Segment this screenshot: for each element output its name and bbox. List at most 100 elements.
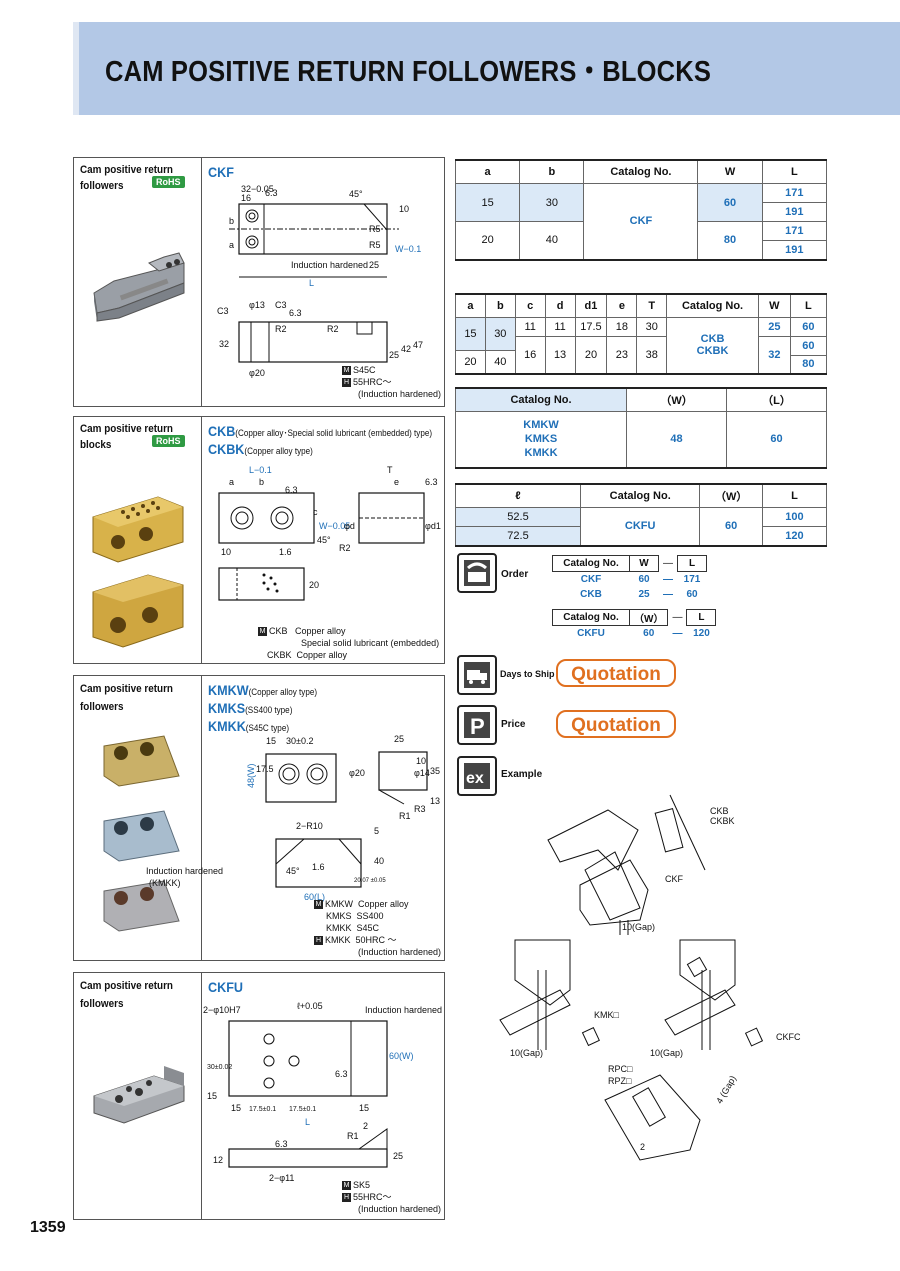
dim-ckfu-63b: 6.3 — [275, 1139, 288, 1149]
order-dash: — — [672, 612, 683, 623]
ckb-code-line2: CKBK(Copper alloy type) — [208, 441, 432, 459]
dim-ckf-c3a: C3 — [217, 306, 229, 316]
td-l: 60 — [789, 336, 828, 356]
order-h-catalog: Catalog No. — [552, 609, 630, 626]
table-row: 52.5 CKFU 60 100 — [455, 507, 828, 546]
dim-ckb-a: a — [229, 477, 234, 487]
kmk-code-line2: KMKS(SS400 type) — [208, 700, 317, 718]
dim-ckfu-15c: 15 — [359, 1103, 369, 1113]
panel-ckfu: Cam positive return followers CKFU 2−φ10… — [73, 972, 445, 1220]
td-l: 60 — [789, 317, 828, 337]
table-kmk: Catalog No. （W） （L） KMKW KMKS KMKK 48 60 — [454, 387, 827, 469]
th-w: W — [757, 293, 791, 318]
ckfu-mat2: 55HRC～ — [353, 1192, 392, 1202]
panel-ckb-leftcol: Cam positive return blocks RoHS — [74, 417, 202, 663]
dim-ckb-10: 10 — [221, 547, 231, 557]
dim-ckb-c: c — [313, 507, 318, 517]
days-to-ship-label: Days to Ship — [500, 669, 555, 679]
th-catalog: Catalog No. — [454, 387, 628, 412]
th-d1: d1 — [574, 293, 608, 318]
order-row: CKF 60 — 171 — [553, 572, 707, 588]
order-label: Order — [501, 569, 529, 580]
table-row: 72.5 120 — [455, 526, 828, 546]
table-header-row: Catalog No. （W） （L） — [454, 387, 827, 412]
example-gap2: 10(Gap) — [510, 1048, 543, 1058]
table-ckfu: ℓ Catalog No. （W） L 52.5 CKFU 60 100 72.… — [455, 483, 828, 547]
ckf-drawing: 32−0.05 16 6.3 45° 10 b a R5 R5 W−0.1 In… — [217, 184, 423, 378]
td-l: 80 — [789, 355, 828, 374]
kmk-m1v: Copper alloy — [358, 899, 409, 909]
ckf-mat3: (Induction hardened) — [358, 389, 442, 399]
svg-text:ex: ex — [466, 770, 484, 787]
kmk-code2: KMKS — [208, 700, 246, 716]
dim-ckf-42: 42 — [401, 344, 411, 354]
dim-ckfu-ell: ℓ+0.05 — [297, 1001, 323, 1011]
ckb-code2: CKBK — [208, 441, 245, 457]
dim-kmk-13: 13 — [430, 796, 440, 806]
order-w: 25 — [638, 589, 650, 600]
panel-ckfu-code: CKFU — [208, 979, 244, 995]
dim-ckfu-phi11: 2−φ11 — [269, 1173, 294, 1183]
td-ell: 72.5 — [455, 526, 581, 546]
kmk-code3: KMKK — [208, 718, 246, 734]
price-p-icon: P — [464, 712, 490, 739]
th-catalog: Catalog No. — [583, 159, 699, 184]
dim-ckf-45: 45° — [349, 189, 363, 199]
th-a: a — [455, 293, 486, 318]
th-c: c — [514, 293, 546, 318]
kmk-product-images — [103, 735, 180, 932]
example-kmk: KMK□ — [594, 1010, 620, 1020]
td-l: 191 — [761, 202, 828, 222]
ckb-code-line1: CKB(Copper alloy･Special solid lubricant… — [208, 423, 432, 441]
td-l: 60 — [726, 411, 827, 468]
td-w: 60 — [697, 183, 763, 222]
order-dash: — — [663, 573, 673, 585]
material-icon: M — [258, 627, 267, 637]
order-catalog: CKF — [580, 574, 602, 585]
panel-ckf-leftcol: Cam positive return followers RoHS — [74, 158, 202, 406]
dim-kmk-48w: 48(W) — [246, 763, 256, 788]
dim-kmk-10: 10 — [416, 756, 426, 766]
kmk-m3: KMKK — [326, 923, 352, 933]
example-rpz: RPZ□ — [608, 1076, 632, 1086]
dim-ckb-t: T — [387, 465, 393, 475]
td-t: 30 — [636, 317, 668, 337]
th-w: （W） — [699, 483, 763, 508]
th-b: b — [519, 159, 585, 184]
kmk-drawing: 15 30±0.2 48(W) 17.5 φ20 φ14 25 35 10 13… — [146, 734, 440, 902]
dim-ckf-25: 25 — [369, 260, 379, 270]
td-a: 15 — [454, 183, 521, 222]
dim-ckf-63b: 6.3 — [289, 308, 302, 318]
td-l: 100 — [761, 507, 828, 527]
panel-ckb: Cam positive return blocks RoHS CKB(Copp… — [73, 416, 445, 664]
dim-ckb-63b: 6.3 — [425, 477, 438, 487]
example-ckbk: CKBK — [710, 816, 735, 826]
td-a: 15 — [455, 317, 486, 351]
dim-ckfu-15: 15 — [207, 1091, 217, 1101]
order-catalog: CKB — [580, 589, 602, 600]
dim-ckb-b: b — [259, 477, 264, 487]
td-w: 60 — [699, 507, 763, 546]
dim-ckf-10: 10 — [399, 204, 409, 214]
dim-kmk-r3: R3 — [414, 804, 426, 814]
rohs-badge: RoHS — [152, 435, 185, 447]
example-ckb: CKB — [710, 806, 729, 816]
order-w: 60 — [638, 574, 650, 585]
dim-kmk-phi14: φ14 — [414, 768, 430, 778]
panel-ckfu-title: Cam positive return followers — [80, 977, 173, 1013]
dim-kmk-r1: R1 — [399, 811, 411, 821]
kmk-m1: KMKW — [325, 899, 353, 909]
title-shadow — [73, 22, 79, 115]
ckfu-product-image — [93, 1066, 185, 1124]
td-d: 13 — [544, 336, 576, 374]
th-l: （L） — [726, 387, 827, 412]
td-t: 38 — [636, 336, 668, 374]
dim-ckf-r2b: R2 — [327, 324, 339, 334]
dim-kmk-phi20: φ20 — [349, 768, 365, 778]
example-icon: ex — [457, 756, 497, 796]
